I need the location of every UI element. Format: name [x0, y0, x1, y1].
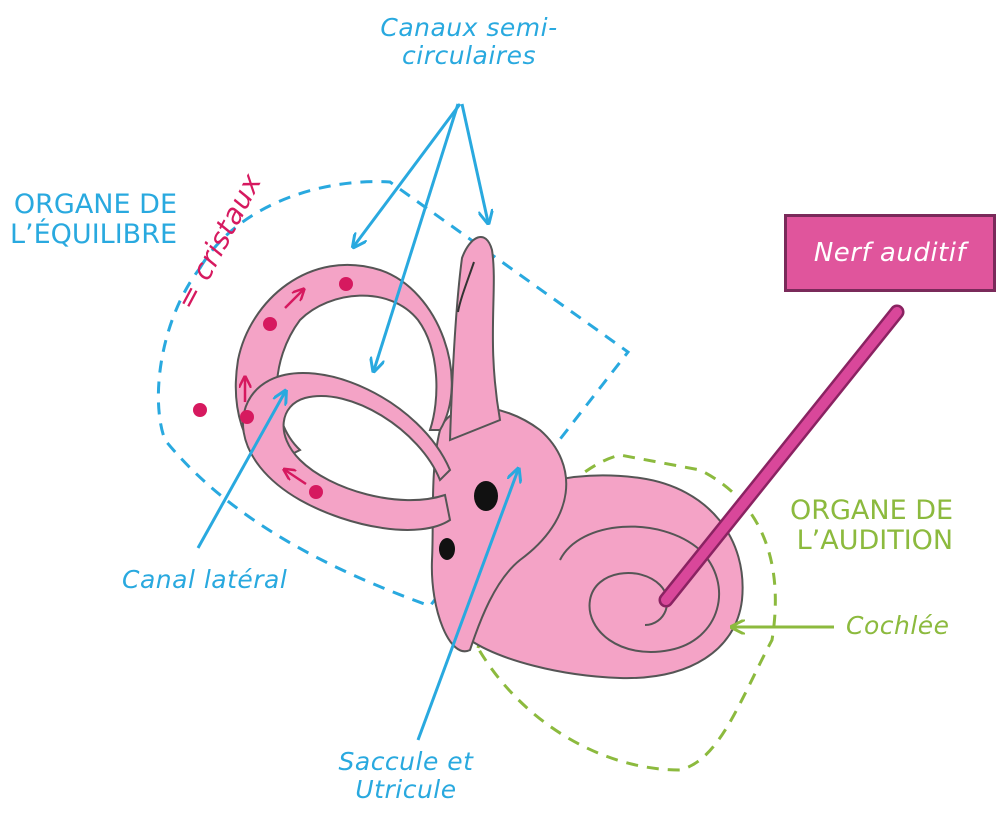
label-canaux-line1: Canaux semi-	[364, 14, 574, 42]
crystal-dot	[339, 277, 353, 291]
nerf-auditif-box: Nerf auditif	[784, 214, 996, 292]
saccule-spot	[439, 538, 455, 560]
label-organe-audition: ORGANE DE L’AUDITION	[790, 496, 953, 556]
pointer-arrow-canaux-1	[354, 104, 460, 246]
lateral-canal-shape	[243, 373, 450, 530]
label-saccule-line1: Saccule et	[326, 748, 486, 776]
pointer-arrow-canaux-2	[462, 104, 488, 222]
crystal-dot	[309, 485, 323, 499]
label-canaux-line2: circulaires	[364, 42, 574, 70]
label-canal-lateral: Canal latéral	[122, 566, 287, 594]
label-saccule-utricule: Saccule et Utricule	[326, 748, 486, 804]
label-audition-line2: L’AUDITION	[790, 526, 953, 556]
crystal-dot	[240, 410, 254, 424]
crystal-dot	[193, 403, 207, 417]
label-equilibre-line2: L’ÉQUILIBRE	[10, 220, 177, 250]
label-audition-line1: ORGANE DE	[790, 496, 953, 526]
label-equilibre-line1: ORGANE DE	[10, 190, 177, 220]
crystal-dot	[263, 317, 277, 331]
utricule-spot	[474, 481, 498, 511]
label-saccule-line2: Utricule	[326, 776, 486, 804]
pointer-arrow-canaux-3	[374, 104, 458, 370]
label-nerf-auditif: Nerf auditif	[814, 238, 966, 268]
label-cochlee: Cochlée	[846, 612, 950, 640]
anterior-canal-shape	[450, 237, 500, 440]
auditory-nerve-fill	[666, 312, 897, 600]
label-canaux-semi-circulaires: Canaux semi- circulaires	[364, 14, 574, 70]
label-organe-equilibre: ORGANE DE L’ÉQUILIBRE	[10, 190, 177, 250]
